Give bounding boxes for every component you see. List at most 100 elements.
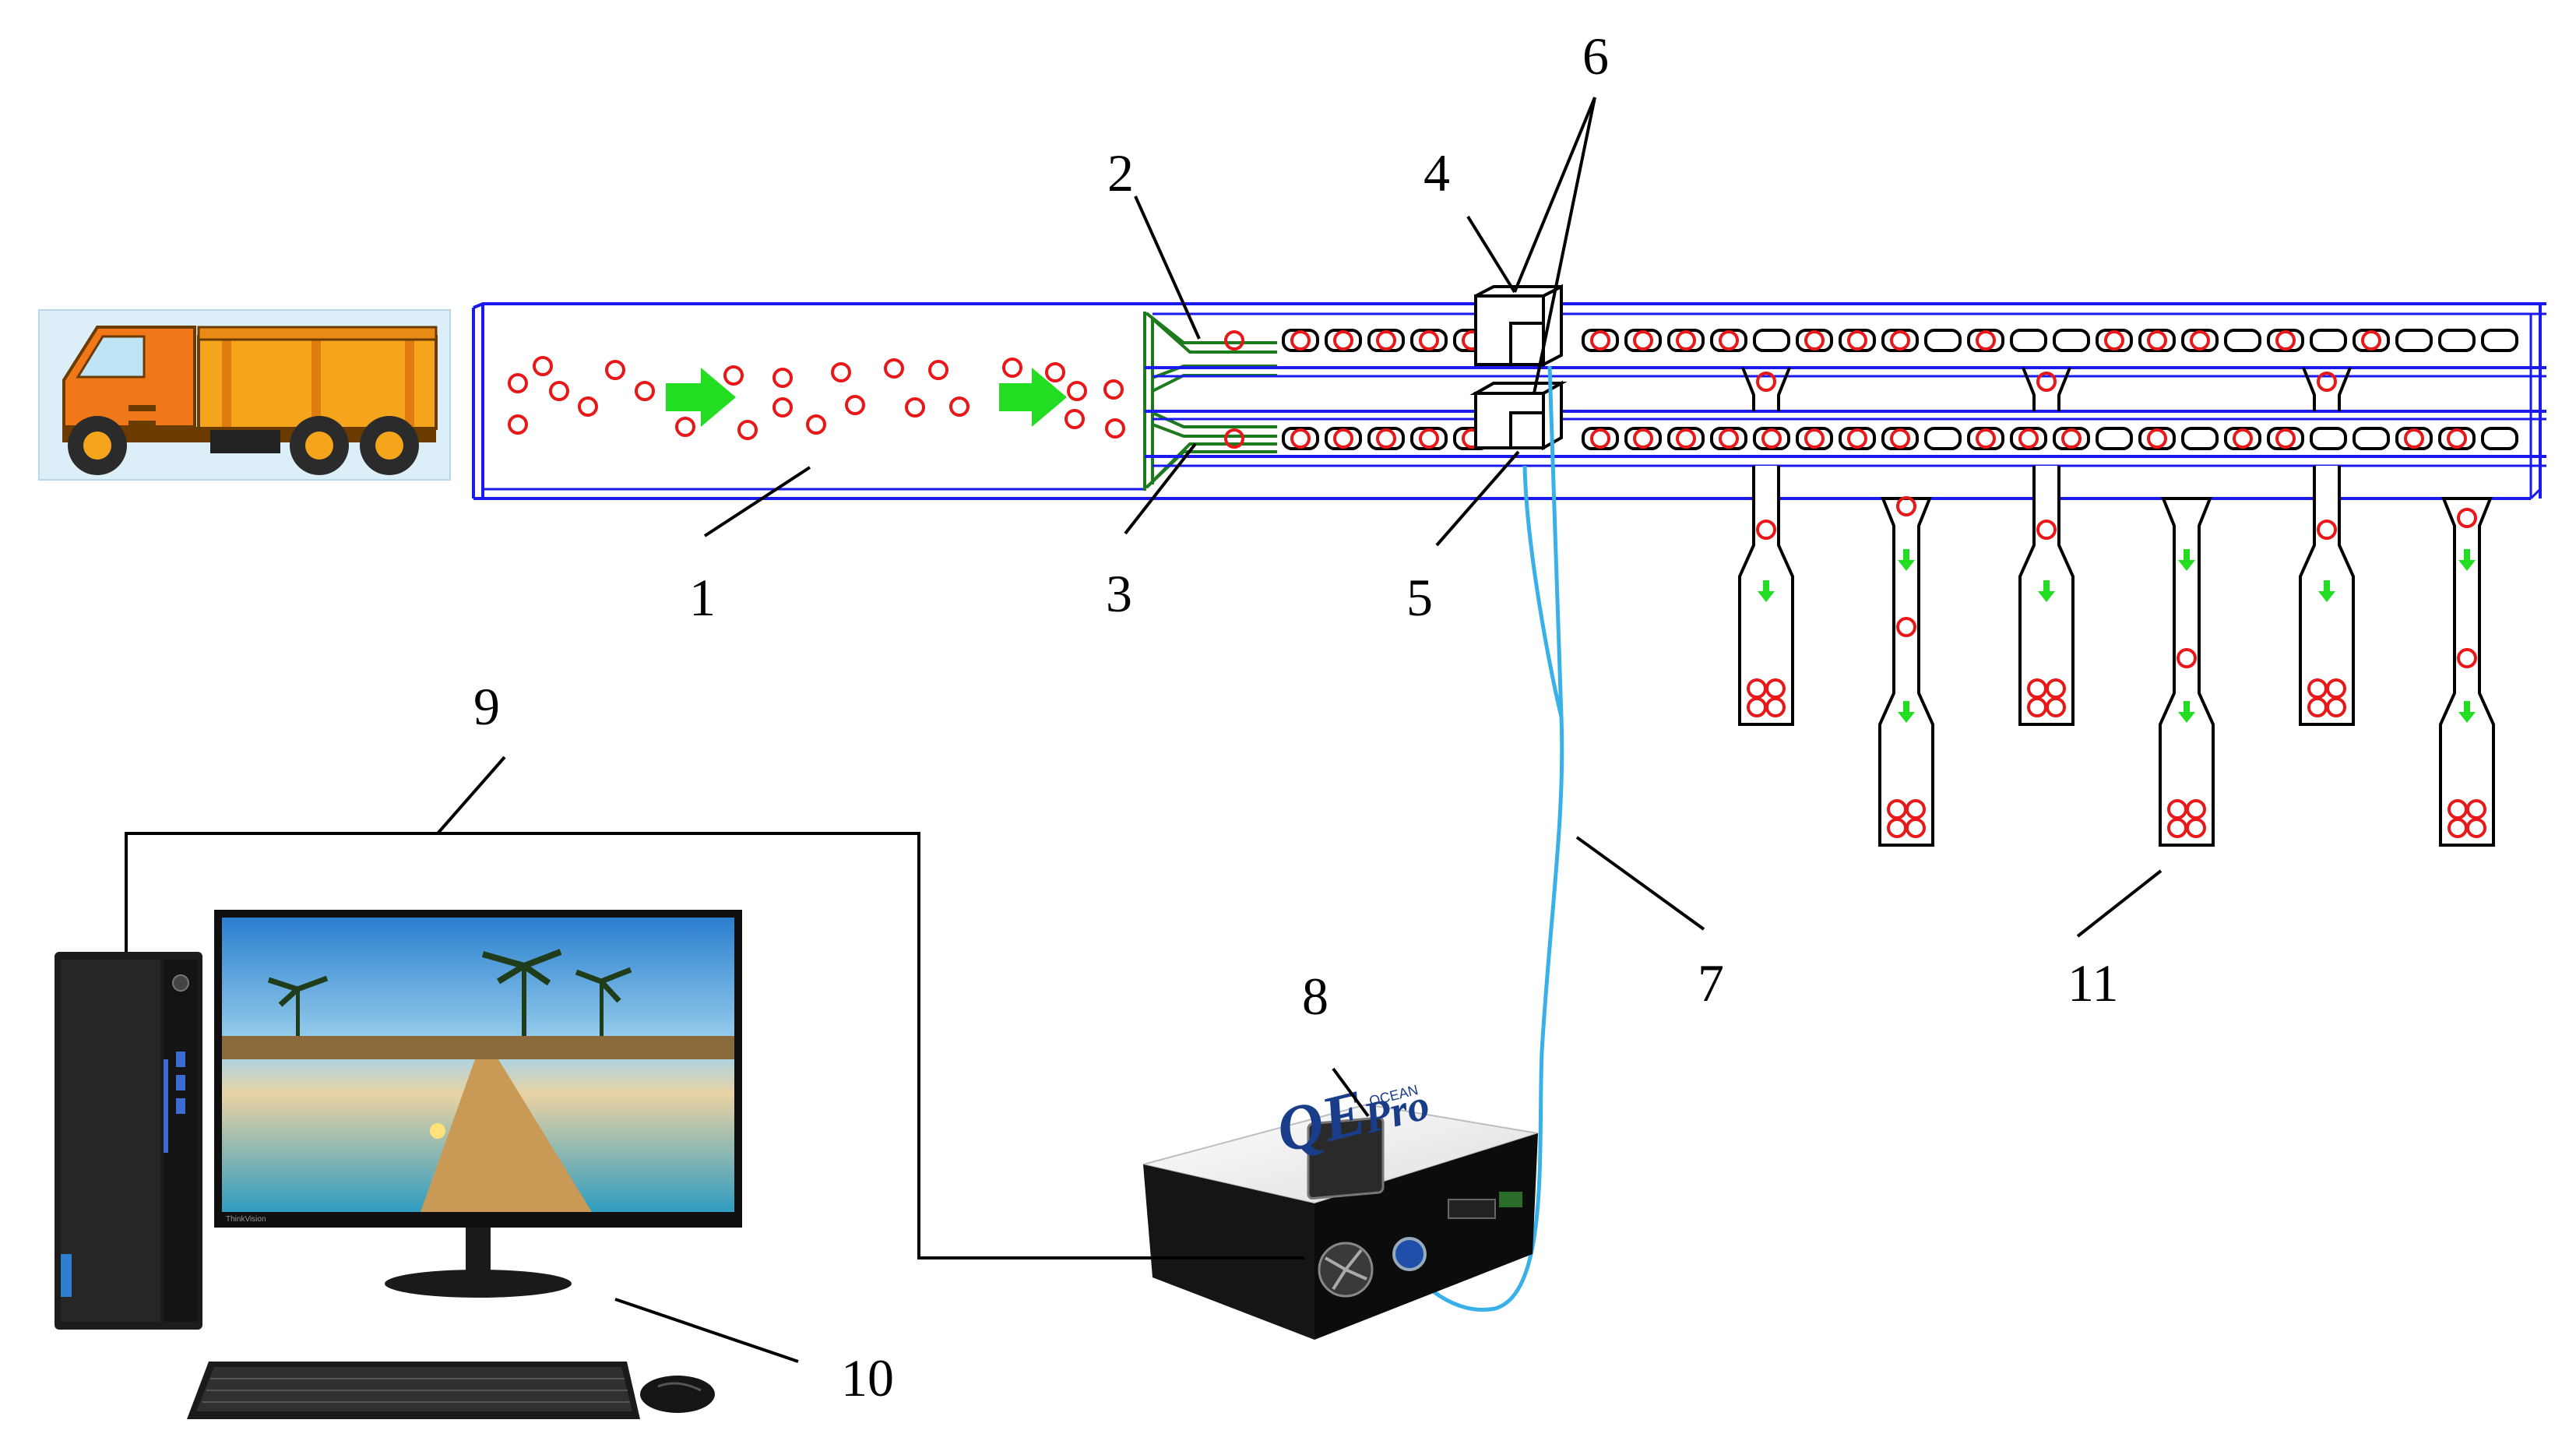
belt-slot xyxy=(2395,329,2433,352)
seed-icon xyxy=(2190,330,2210,351)
seed-icon xyxy=(1976,428,1996,449)
flow-arrow-icon xyxy=(1898,549,1915,571)
callout-5: 5 xyxy=(1406,568,1433,627)
seed-icon xyxy=(1890,428,1910,449)
seed-icon xyxy=(2317,520,2337,540)
seed-icon xyxy=(1376,428,1396,449)
seed-icon xyxy=(1896,496,1916,516)
callout-3: 3 xyxy=(1106,564,1132,623)
callout-7: 7 xyxy=(1698,953,1724,1013)
computer-tower-icon xyxy=(55,952,202,1330)
seed-icon xyxy=(2233,428,2253,449)
drop-tube xyxy=(1878,496,1934,847)
seed-icon xyxy=(1906,799,1926,819)
seed-icon xyxy=(1761,428,1782,449)
flow-arrow-icon xyxy=(1898,701,1915,723)
seed-icon xyxy=(2061,428,2082,449)
callout-8: 8 xyxy=(1302,967,1328,1026)
belt-slot xyxy=(2181,427,2219,450)
sorting-drop-tubes xyxy=(1738,367,2495,847)
belt-slot xyxy=(2481,427,2518,450)
callout-6: 6 xyxy=(1582,26,1609,86)
seed-icon xyxy=(2036,520,2057,540)
seed-icon xyxy=(1976,330,1996,351)
seed-icon xyxy=(1719,330,1739,351)
callout-1: 1 xyxy=(689,568,716,627)
seed-icon xyxy=(2036,372,2057,392)
belt-slot xyxy=(1924,427,1962,450)
belt-slot xyxy=(2310,427,2347,450)
seed-icon xyxy=(1896,617,1916,637)
seed-icon xyxy=(1756,520,1776,540)
monitor-icon: ThinkVision xyxy=(214,910,742,1298)
belt-slot xyxy=(2053,329,2090,352)
seed-icon xyxy=(1376,330,1396,351)
spectrometer-icon: QE Pro OCEAN xyxy=(1142,1076,1539,1340)
optical-fiber-upper xyxy=(1547,365,1564,717)
seed-icon xyxy=(1633,330,1653,351)
seed-icon xyxy=(1765,678,1786,699)
belt-slot xyxy=(2353,427,2390,450)
seed-icon xyxy=(2447,428,2467,449)
seed-icon xyxy=(1224,330,1244,351)
drop-tube xyxy=(2299,367,2355,726)
seed-icon xyxy=(1290,428,1311,449)
belt-slot xyxy=(2096,427,2133,450)
seed-icon xyxy=(1333,428,1353,449)
flow-arrow-icon xyxy=(666,368,1067,427)
seed-icon xyxy=(1890,330,1910,351)
seed-icon xyxy=(1756,372,1776,392)
seed-icon xyxy=(1419,428,1439,449)
seed-icon xyxy=(1804,428,1825,449)
detection-probe-upper xyxy=(1474,284,1563,368)
seed-icon xyxy=(1847,330,1867,351)
seed-icon xyxy=(1333,330,1353,351)
drop-tube xyxy=(1738,367,1794,726)
leader-lines xyxy=(436,97,2163,1363)
flow-arrow-icon xyxy=(2038,580,2055,602)
seed-icon xyxy=(2186,799,2206,819)
belt-slot xyxy=(2310,329,2347,352)
flow-arrow-icon xyxy=(1758,580,1775,602)
seed-icon xyxy=(2275,428,2296,449)
drop-tube xyxy=(2159,497,2215,847)
optical-fiber xyxy=(1399,465,1564,1312)
flow-arrow-icon xyxy=(2458,701,2476,723)
seed-icon xyxy=(1290,330,1311,351)
seed-icon xyxy=(2326,678,2346,699)
data-cable xyxy=(125,832,1304,1259)
callout-2: 2 xyxy=(1107,143,1134,203)
seed-icon xyxy=(2317,372,2337,392)
seed-icon xyxy=(1719,428,1739,449)
callout-11: 11 xyxy=(2067,953,2118,1013)
seed-icon xyxy=(1804,330,1825,351)
detection-probe-lower xyxy=(1469,380,1568,451)
seed-icon xyxy=(1590,330,1610,351)
belt-slot xyxy=(1924,329,1962,352)
seed-icon xyxy=(2457,508,2477,528)
seed-icon xyxy=(1590,428,1610,449)
seed-icon xyxy=(2466,799,2486,819)
seed-icon xyxy=(1676,330,1696,351)
seed-icon xyxy=(2147,330,2167,351)
hopper-seeds xyxy=(508,356,1125,440)
seed-icon xyxy=(2104,330,2124,351)
seed-icon xyxy=(1419,330,1439,351)
seed-icon xyxy=(2457,648,2477,668)
drop-tube xyxy=(2018,367,2075,726)
belt-slot xyxy=(2438,329,2476,352)
seed-icon xyxy=(2404,428,2424,449)
flow-arrow-icon xyxy=(2178,701,2195,723)
belt-slot xyxy=(1753,329,1790,352)
seed-icon xyxy=(2147,428,2167,449)
seed-icon xyxy=(2275,330,2296,351)
belt-slot xyxy=(2224,329,2261,352)
seed-icon xyxy=(2361,330,2381,351)
callout-10: 10 xyxy=(841,1348,894,1407)
flow-arrow-icon xyxy=(2318,580,2335,602)
callout-9: 9 xyxy=(473,677,500,736)
seed-icon xyxy=(2046,678,2066,699)
mouse-icon xyxy=(640,1376,715,1413)
keyboard-icon xyxy=(187,1362,640,1419)
